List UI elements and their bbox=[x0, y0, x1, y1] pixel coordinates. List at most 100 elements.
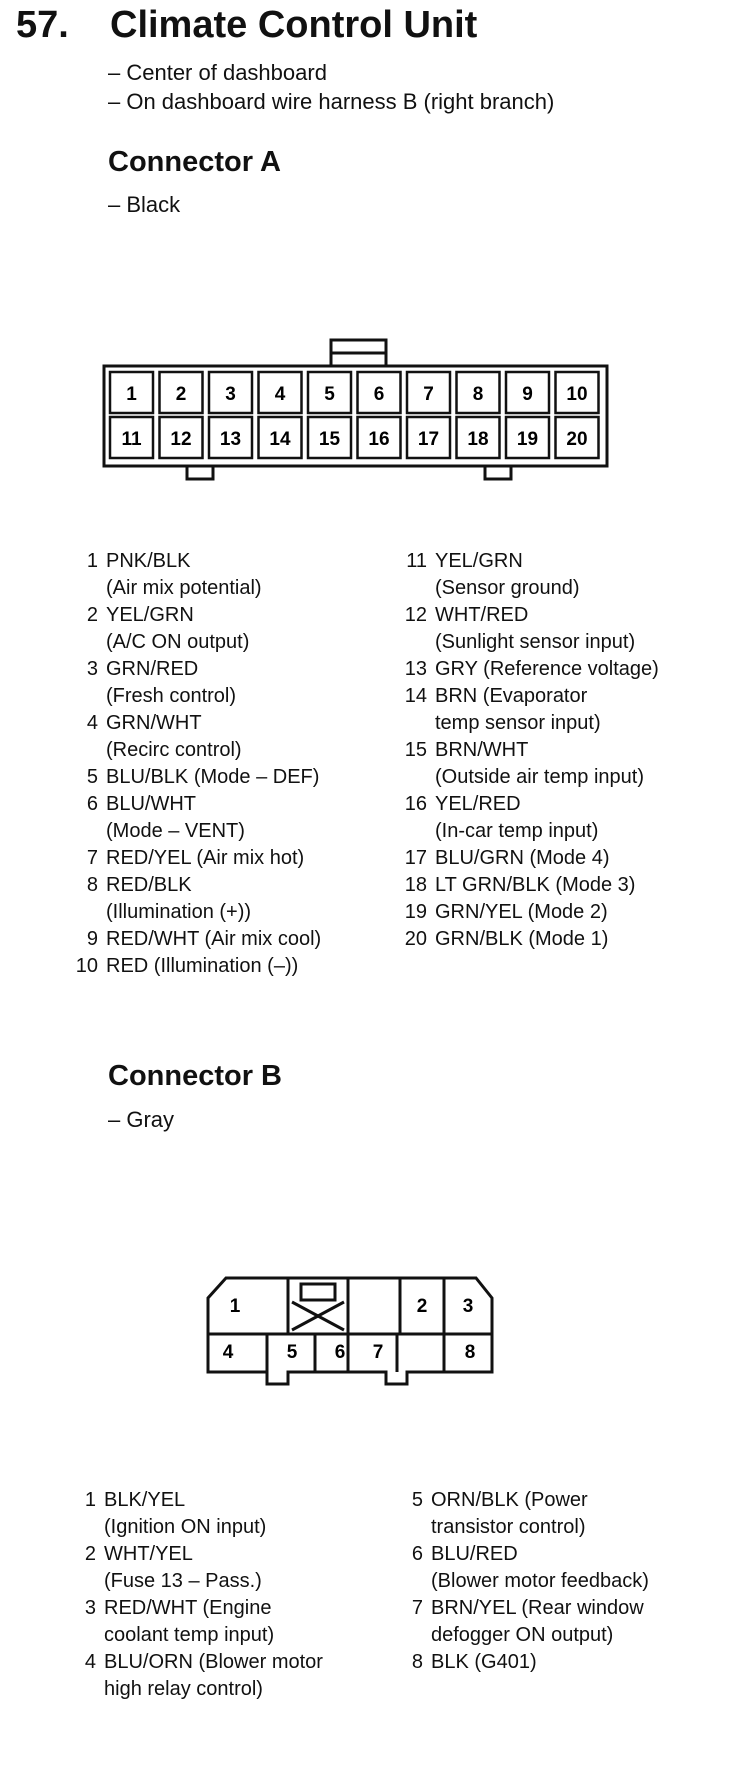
section-title: 57.Climate Control Unit bbox=[16, 4, 477, 47]
pin-description: RED/WHT (Air mix cool) bbox=[106, 928, 322, 950]
pin-description: (Air mix potential) bbox=[106, 577, 262, 599]
pin-number: 14 bbox=[404, 685, 427, 707]
pin-description: (In-car temp input) bbox=[435, 820, 599, 842]
connector-b-cavity-label-7: 7 bbox=[373, 1342, 384, 1363]
pin-description: BRN/YEL (Rear window bbox=[431, 1597, 644, 1619]
pin-description: BLU/BLK (Mode – DEF) bbox=[106, 766, 320, 788]
connector-a-cavity-16 bbox=[356, 415, 402, 460]
connector-a-cavity-label: 2 bbox=[176, 384, 187, 405]
pin-description: (Outside air temp input) bbox=[435, 766, 644, 788]
pin-description: (A/C ON output) bbox=[106, 631, 250, 653]
connector-a-key-right bbox=[483, 466, 513, 481]
pin-description: YEL/GRN bbox=[106, 604, 194, 626]
pin-description: BLU/ORN (Blower motor bbox=[104, 1651, 323, 1673]
pin-number: 13 bbox=[404, 658, 427, 680]
pin-description: ORN/BLK (Power bbox=[431, 1489, 588, 1511]
connector-a-pin-9: 9 RED/WHT (Air mix cool) bbox=[72, 926, 392, 953]
pin-number: 19 bbox=[404, 901, 427, 923]
pin-number: 8 bbox=[411, 1651, 423, 1673]
connector-b-housing bbox=[206, 1276, 494, 1386]
pin-number: 6 bbox=[411, 1543, 423, 1565]
connector-a-cavity-label: 6 bbox=[374, 384, 385, 405]
connector-a-cavity-2 bbox=[158, 370, 204, 415]
connector-a-cavity-label: 9 bbox=[522, 384, 533, 405]
connector-a-cavity-6 bbox=[356, 370, 402, 415]
connector-a-cavity-label: 13 bbox=[220, 429, 241, 450]
pin-number: 1 bbox=[86, 550, 98, 572]
pin-number: 18 bbox=[404, 874, 427, 896]
connector-a-cavity-label: 4 bbox=[275, 384, 286, 405]
section-number: 57. bbox=[16, 4, 69, 46]
pin-description: BLK/YEL bbox=[104, 1489, 186, 1511]
pin-description: high relay control) bbox=[104, 1678, 263, 1700]
connector-a-cavity-9 bbox=[504, 370, 551, 415]
pin-number: 3 bbox=[86, 658, 98, 680]
pin-description: BLU/WHT bbox=[106, 793, 196, 815]
connector-a-cavity-18 bbox=[455, 415, 501, 460]
pin-description: (Mode – VENT) bbox=[106, 820, 245, 842]
connector-b-heading: Connector B bbox=[108, 1060, 282, 1092]
pin-number: 15 bbox=[404, 739, 427, 761]
pin-description: RED (Illumination (–)) bbox=[106, 955, 299, 977]
connector-a-cavity-19 bbox=[504, 415, 551, 460]
connector-a-cavity-13 bbox=[207, 415, 254, 460]
pin-number: 4 bbox=[84, 1651, 96, 1673]
pin-description: GRY (Reference voltage) bbox=[435, 658, 659, 680]
connector-a-cavity-label: 18 bbox=[467, 429, 488, 450]
connector-a-cavity-label: 17 bbox=[418, 429, 439, 450]
pin-number: 4 bbox=[86, 712, 98, 734]
connector-a-cavity-label: 19 bbox=[517, 429, 538, 450]
pin-description: GRN/BLK (Mode 1) bbox=[435, 928, 609, 950]
pin-description: BRN (Evaporator bbox=[435, 685, 588, 707]
connector-b-cavity-label-2: 2 bbox=[417, 1296, 428, 1317]
pin-description: (Ignition ON input) bbox=[104, 1516, 267, 1538]
connector-a-cavity-5 bbox=[306, 370, 353, 415]
connector-a-housing bbox=[102, 364, 609, 468]
connector-a-pin-13: 13 GRY (Reference voltage) bbox=[401, 656, 741, 683]
connector-a-cavity-15 bbox=[306, 415, 353, 460]
pin-number: 5 bbox=[411, 1489, 423, 1511]
connector-a-cavity-4 bbox=[257, 370, 303, 415]
pin-description: transistor control) bbox=[431, 1516, 586, 1538]
pin-description: (Sunlight sensor input) bbox=[435, 631, 636, 653]
pin-description: YEL/GRN bbox=[435, 550, 523, 572]
connector-a-cavity-label: 16 bbox=[368, 429, 389, 450]
connector-a-cavity-label: 5 bbox=[324, 384, 335, 405]
pin-number: 20 bbox=[404, 928, 427, 950]
connector-b-cavity-label-8: 8 bbox=[465, 1342, 476, 1363]
pin-description: (Recirc control) bbox=[106, 739, 242, 761]
pin-number: 17 bbox=[404, 847, 427, 869]
pin-number: 12 bbox=[404, 604, 427, 626]
connector-a-cavity-10 bbox=[554, 370, 600, 415]
pin-description: temp sensor input) bbox=[435, 712, 601, 734]
connector-b-cavity-label-6: 6 bbox=[335, 1342, 346, 1363]
location-line-2: – On dashboard wire harness B (right bra… bbox=[108, 89, 555, 114]
connector-a-cavity-1 bbox=[108, 370, 155, 415]
pin-number: 9 bbox=[86, 928, 98, 950]
connector-a-cavity-label: 14 bbox=[269, 429, 291, 450]
connector-a-cavity-7 bbox=[405, 370, 452, 415]
pin-number: 3 bbox=[84, 1597, 96, 1619]
connector-a-cavity-8 bbox=[455, 370, 501, 415]
